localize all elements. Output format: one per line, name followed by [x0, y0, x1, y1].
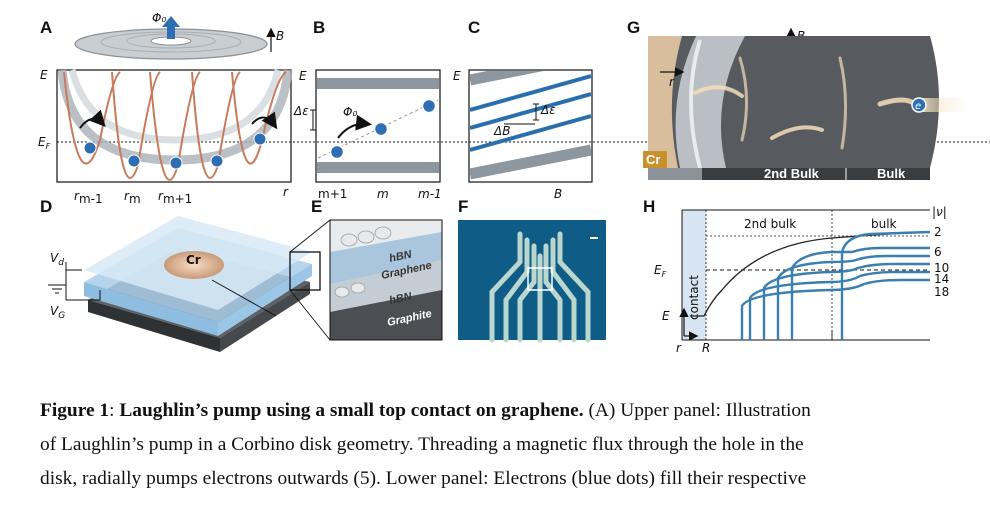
- bulk-label-h: bulk: [871, 217, 897, 231]
- electron-label-g: e: [915, 101, 921, 112]
- region-box: [527, 267, 553, 291]
- panel-label-h: H: [643, 197, 655, 216]
- nu-2: 2: [934, 225, 942, 239]
- caption-line-3: disk, radially pumps electrons outwards …: [40, 468, 807, 489]
- panel-h: H contact 2nd bulk bulk |ν| EF E r R 2 6: [643, 197, 949, 355]
- fermi-label-a: EF: [38, 135, 51, 151]
- curved-arrow-b-icon: [337, 114, 372, 139]
- contact-radius-label: R: [702, 341, 710, 355]
- nu-6: 6: [934, 245, 942, 259]
- tick-b-m: m: [377, 187, 389, 201]
- panel-label-g: G: [627, 18, 640, 37]
- delta-epsilon-b: Δε: [293, 104, 309, 118]
- nu-10: 10: [934, 261, 949, 275]
- cr-contact-region: [648, 36, 682, 168]
- energy-axis-label-a: E: [40, 68, 48, 82]
- figure-1: A Φ₀ B E EF: [38, 11, 990, 355]
- electron-icon: [911, 97, 927, 113]
- energy-axis-label-h: E: [662, 309, 670, 323]
- tick-b-m-plus-1: m+1: [318, 187, 347, 201]
- tick-r-m-1: rm-1: [74, 189, 103, 206]
- cr-label-box: [643, 151, 667, 168]
- layer-label-hbn-top: hBN: [388, 248, 414, 265]
- second-bulk-label-h: 2nd bulk: [744, 217, 796, 231]
- tick-r-m-plus-1: rm+1: [158, 189, 192, 206]
- plot-frame-a: [56, 69, 292, 183]
- electron-dots-b: [329, 98, 437, 160]
- edge-state-lines-c: [470, 74, 591, 152]
- panel-label-f: F: [458, 197, 468, 216]
- electron-dots: [83, 132, 267, 170]
- circuit-wires: [48, 262, 101, 301]
- contact-region: [682, 210, 706, 340]
- panel-g: G B Cr 2nd Bulk Bulk e r: [627, 18, 968, 181]
- panel-label-b: B: [313, 18, 325, 37]
- panel-e: E hBN Graphene hBN Graphite: [311, 197, 443, 341]
- panel-c: C E Δε ΔB B: [453, 18, 593, 201]
- vd-label: Vd: [50, 251, 64, 268]
- cr-contact-disk: [164, 251, 224, 279]
- caption-title: Laughlin’s pump using a small top contac…: [119, 400, 584, 421]
- nu-14: 14: [934, 272, 949, 286]
- plot-frame-c: [468, 69, 593, 183]
- layer-label-hbn-bottom: hBN: [388, 290, 414, 307]
- r-axis-label-h: r: [676, 341, 682, 355]
- flux-label-b: Φ₀: [343, 105, 357, 119]
- vg-label: VG: [50, 304, 65, 321]
- flux-arrow-icon: [167, 25, 175, 39]
- panel-b: B E Δε Φ₀ m+1 m m-1: [293, 18, 442, 201]
- caption-line-2: of Laughlin’s pump in a Corbino disk geo…: [40, 434, 804, 455]
- bulk-label-g: Bulk: [877, 166, 906, 181]
- cr-label-d: Cr: [186, 253, 201, 267]
- landau-level-curves: [740, 230, 931, 340]
- delta-b-c: ΔB: [493, 124, 510, 138]
- curved-arrow-left-icon: [79, 109, 106, 129]
- figure-caption: Figure 1: Laughlin’s pump using a small …: [40, 394, 976, 496]
- corbino-disk: Φ₀ B: [74, 11, 284, 60]
- landau-band-inner: [68, 69, 282, 144]
- landau-level-upper: [317, 78, 439, 89]
- plot-frame-b: [315, 69, 441, 183]
- second-bulk-label-g: 2nd Bulk: [764, 166, 820, 181]
- fermi-label-h: EF: [654, 263, 667, 279]
- energy-axis-label-c: E: [453, 69, 461, 83]
- tick-r-m: rm: [124, 189, 141, 206]
- b-axis-label-c: B: [554, 187, 562, 201]
- radius-label-g: r: [669, 75, 675, 89]
- delta-epsilon-c: Δε: [540, 103, 556, 117]
- panel-f: F: [458, 197, 606, 343]
- micrograph-electrodes: [489, 231, 591, 343]
- curved-arrow-right-icon: [251, 111, 278, 130]
- energy-axis-label-b: E: [299, 69, 307, 83]
- zoom-box: [289, 251, 321, 291]
- panel-d: D Cr Vd VG: [40, 197, 331, 352]
- panel-label-a: A: [40, 18, 52, 37]
- contact-label: contact: [687, 275, 701, 320]
- filling-factor-header: |ν|: [932, 205, 947, 219]
- panel-label-d: D: [40, 197, 52, 216]
- b-field-label-a: B: [276, 29, 284, 43]
- cr-label-g: Cr: [646, 152, 660, 167]
- tick-b-m-1: m-1: [418, 187, 442, 201]
- wavefunctions: [63, 71, 287, 181]
- landau-level-lower: [317, 162, 439, 173]
- flux-label: Φ₀: [152, 11, 166, 25]
- nu-18: 18: [934, 285, 949, 299]
- panel-label-c: C: [468, 18, 480, 37]
- caption-fig-number: Figure 1: [40, 400, 110, 421]
- panel-a: A Φ₀ B E EF: [38, 11, 990, 206]
- radius-axis-label-a: r: [283, 185, 289, 199]
- panel-label-e: E: [311, 197, 322, 216]
- caption-line-1: Figure 1: Laughlin’s pump using a small …: [40, 400, 811, 421]
- caption-text-1: (A) Upper panel: Illustration: [583, 400, 811, 421]
